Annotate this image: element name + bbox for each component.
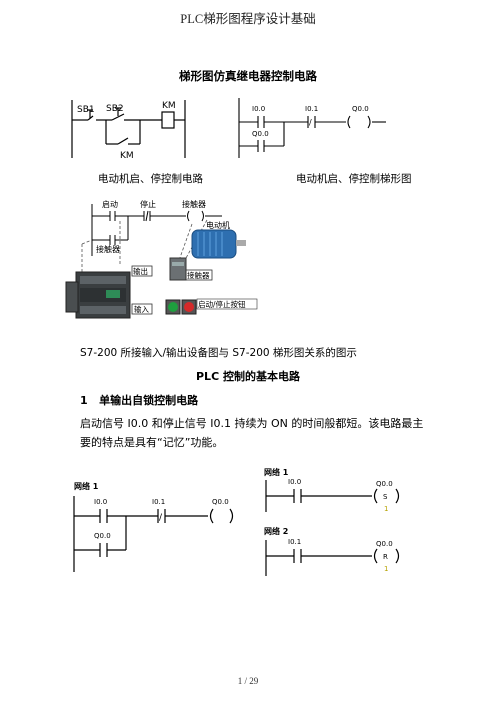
label-input: 输入 <box>134 304 149 314</box>
net-right-set-value: 1 <box>384 505 388 513</box>
label-motor: 电动机 <box>206 220 230 230</box>
net-left-q00: Q0.0 <box>212 498 229 506</box>
label-stop: 停止 <box>140 199 156 209</box>
start-stop-buttons-image <box>165 299 197 315</box>
section-heading: 1 单输出自锁控制电路 <box>80 392 198 408</box>
net-left-label: 网络 1 <box>74 481 99 491</box>
section-number: 1 <box>80 394 88 407</box>
km-contact-label: KM <box>120 151 134 161</box>
plc-wiring-figure: 启动 停止 接触器 接触器 电动机 输出 接触器 <box>65 199 258 319</box>
ladder1-q00-label: Q0.0 <box>352 105 369 113</box>
net-right-i01: I0.1 <box>288 538 301 546</box>
section-title: 单输出自锁控制电路 <box>99 394 199 407</box>
caption-ladder-diagram: 电动机启、停控制梯形图 <box>296 173 412 185</box>
ladder-network-left: 网络 1 I0.0 I0.1 / Q0.0 Q0.0 <box>73 481 234 572</box>
net-right-q1: Q0.0 <box>376 480 393 488</box>
net-left-nc-slash: / <box>159 513 163 523</box>
km-coil-label: KM <box>162 101 176 111</box>
sb2-label: SB2 <box>106 104 124 114</box>
plc-unit-image <box>65 271 131 319</box>
label-output: 输出 <box>133 266 148 276</box>
label-contactor-top: 接触器 <box>182 199 206 209</box>
page-number: 1 / 29 <box>237 676 259 686</box>
motor-image <box>191 229 246 259</box>
net-right-q2: Q0.0 <box>376 540 393 548</box>
net-right-set: S <box>383 493 388 501</box>
caption-relay-circuit: 电动机启、停控制电路 <box>98 173 203 185</box>
net-right-label-1: 网络 1 <box>264 467 289 477</box>
net-right-label-2: 网络 2 <box>264 526 288 536</box>
ladder-network-right: 网络 1 I0.0 Q0.0 S 1 网络 2 I0.1 Q0.0 R 1 <box>264 467 400 576</box>
net-left-i00: I0.0 <box>94 498 107 506</box>
label-start-stop-buttons: 启动/停止按钮 <box>198 299 246 309</box>
relay-circuit-diagram: SB1 SB2 KM KM <box>71 100 186 161</box>
ladder1-q00b-label: Q0.0 <box>252 130 269 138</box>
label-contactor-left: 接触器 <box>96 244 120 254</box>
net-right-reset-value: 1 <box>384 565 388 573</box>
title-basic-circuits: PLC 控制的基本电路 <box>196 370 300 383</box>
label-start: 启动 <box>102 199 118 209</box>
net-left-i01: I0.1 <box>152 498 165 506</box>
ladder1-i01-label: I0.1 <box>305 105 318 113</box>
net-left-q00b: Q0.0 <box>94 532 111 540</box>
body-paragraph: 启动信号 I0.0 和停止信号 I0.1 持续为 ON 的时间般都短。该电路最主… <box>80 417 424 449</box>
label-contactor-right: 接触器 <box>187 270 210 280</box>
figure-caption: S7-200 所接输入/输出设备图与 S7-200 梯形图关系的图示 <box>80 347 357 359</box>
ladder-diagram-top: I0.0 I0.1 / Q0.0 Q0.0 <box>238 98 386 158</box>
contactor-image <box>169 257 187 281</box>
title-relay-simulation: 梯形图仿真继电器控制电路 <box>179 69 317 83</box>
ladder1-nc-slash: / <box>309 118 312 127</box>
net-right-i00: I0.0 <box>288 478 301 486</box>
page-header: PLC梯形图程序设计基础 <box>180 12 316 26</box>
net-right-reset: R <box>383 553 388 561</box>
sb1-label: SB1 <box>77 105 95 115</box>
ladder1-i00-label: I0.0 <box>252 105 265 113</box>
